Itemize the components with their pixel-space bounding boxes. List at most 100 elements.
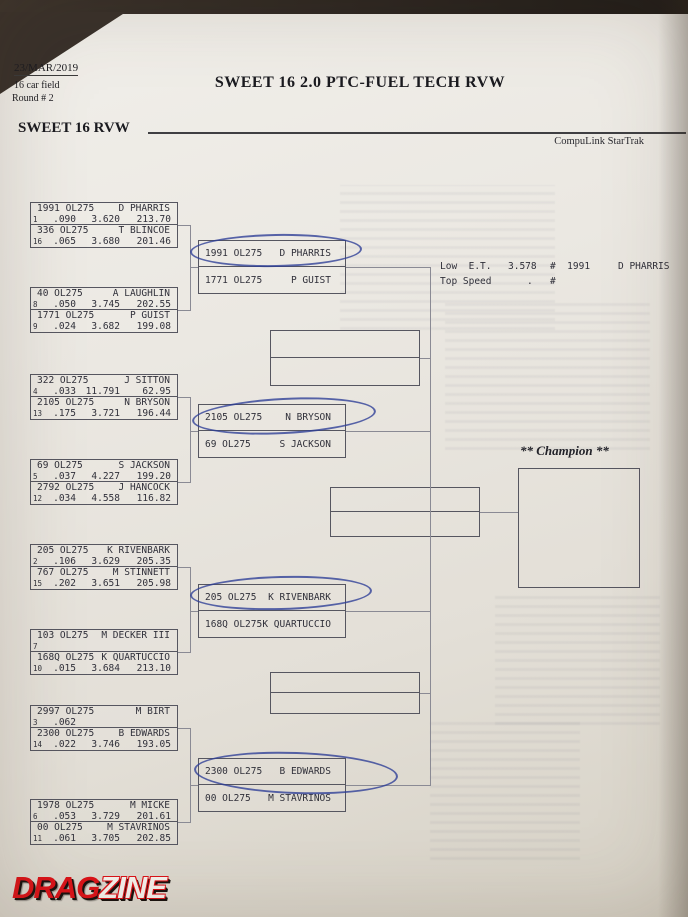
reaction-time: .015: [53, 663, 76, 674]
event-subtitle: SWEET 16 RVW: [18, 120, 130, 136]
elapsed-time: 3.745: [91, 299, 120, 310]
seed-number: 9: [33, 322, 38, 331]
reaction-time: .034: [53, 493, 76, 504]
driver-name: N BRYSON: [124, 397, 170, 408]
elapsed-time: 3.705: [91, 833, 120, 844]
connector-line: [430, 267, 431, 786]
driver-name: N BRYSON: [285, 412, 331, 423]
car-number: 168Q OL275: [205, 618, 263, 630]
seed-number: 7: [33, 642, 38, 651]
champion-box: [518, 468, 640, 588]
connector-line: [190, 611, 198, 612]
paper-sheet: [0, 10, 688, 917]
elapsed-time: 3.680: [91, 236, 120, 247]
connector-line: [178, 728, 191, 729]
header-rule: [148, 132, 686, 134]
reaction-time: .106: [53, 556, 76, 567]
car-number: 2997 OL275: [37, 706, 95, 717]
seed-number: 3: [33, 718, 38, 727]
car-number: 1771 OL275: [205, 274, 263, 286]
field-size: 16 car field: [14, 80, 60, 91]
connector-line: [190, 567, 191, 653]
speed-mph: 193.05: [136, 739, 171, 750]
top-speed-car-number: #: [550, 276, 556, 287]
bleed-through: [340, 185, 555, 330]
driver-name: M STAVRINOS: [268, 792, 331, 804]
car-number: 322 OL275: [37, 375, 89, 386]
car-number: 168Q OL275: [37, 652, 95, 663]
driver-name: M STINNETT: [112, 567, 170, 578]
car-number: 336 OL275: [37, 225, 89, 236]
driver-name: B EDWARDS: [279, 766, 331, 777]
reaction-time: .202: [53, 578, 76, 589]
driver-name: K RIVENBARK: [268, 592, 331, 603]
seed-number: 5: [33, 472, 38, 481]
elapsed-time: 3.620: [91, 214, 120, 225]
elapsed-time: 3.746: [91, 739, 120, 750]
speed-mph: 201.46: [136, 236, 171, 247]
elapsed-time: 3.629: [91, 556, 120, 567]
car-number: 767 OL275: [37, 567, 89, 578]
reaction-time: [46, 642, 76, 651]
reaction-time: .033: [53, 386, 76, 397]
seed-number: 12: [33, 494, 43, 503]
low-et-value: 3.578: [508, 261, 537, 272]
connector-line: [190, 728, 191, 823]
driver-name: S JACKSON: [118, 460, 170, 471]
round-number: Round # 2: [12, 93, 54, 104]
elapsed-time: 4.558: [91, 493, 120, 504]
elapsed-time: [76, 718, 120, 727]
racer-entry: 1771 OL275 P GUIST: [199, 267, 345, 293]
car-number: 2300 OL275: [205, 766, 263, 777]
connector-line: [178, 482, 191, 483]
elapsed-time: 3.651: [91, 578, 120, 589]
car-number: 2300 OL275: [37, 728, 95, 739]
car-number: 69 OL275: [37, 460, 83, 471]
connector-line: [178, 567, 191, 568]
elapsed-time: [76, 642, 120, 651]
reaction-time: .062: [53, 717, 76, 728]
car-number: 1978 OL275: [37, 800, 95, 811]
speed-mph: 62.95: [142, 386, 171, 397]
photo-background-corner: [0, 12, 126, 94]
connector-line: [346, 267, 430, 268]
low-et-label: Low E.T.: [440, 261, 492, 272]
seed-number: 10: [33, 664, 43, 673]
connector-line: [190, 267, 198, 268]
speed-mph: 213.10: [136, 663, 171, 674]
elapsed-time: 3.721: [91, 408, 120, 419]
driver-name: P GUIST: [290, 274, 331, 286]
speed-mph: 213.70: [136, 214, 171, 225]
seed-number: 4: [33, 387, 38, 396]
speed-mph: 199.08: [136, 321, 171, 332]
final-box: [330, 487, 480, 537]
reaction-time: .050: [53, 299, 76, 310]
driver-name: M DECKER III: [101, 630, 170, 641]
driver-name: A LAUGHLIN: [112, 288, 170, 299]
elapsed-time: 3.682: [91, 321, 120, 332]
top-speed-label: Top Speed: [440, 276, 492, 287]
reaction-time: .090: [53, 214, 76, 225]
speed-mph: [120, 642, 171, 651]
reaction-time: .175: [53, 408, 76, 419]
